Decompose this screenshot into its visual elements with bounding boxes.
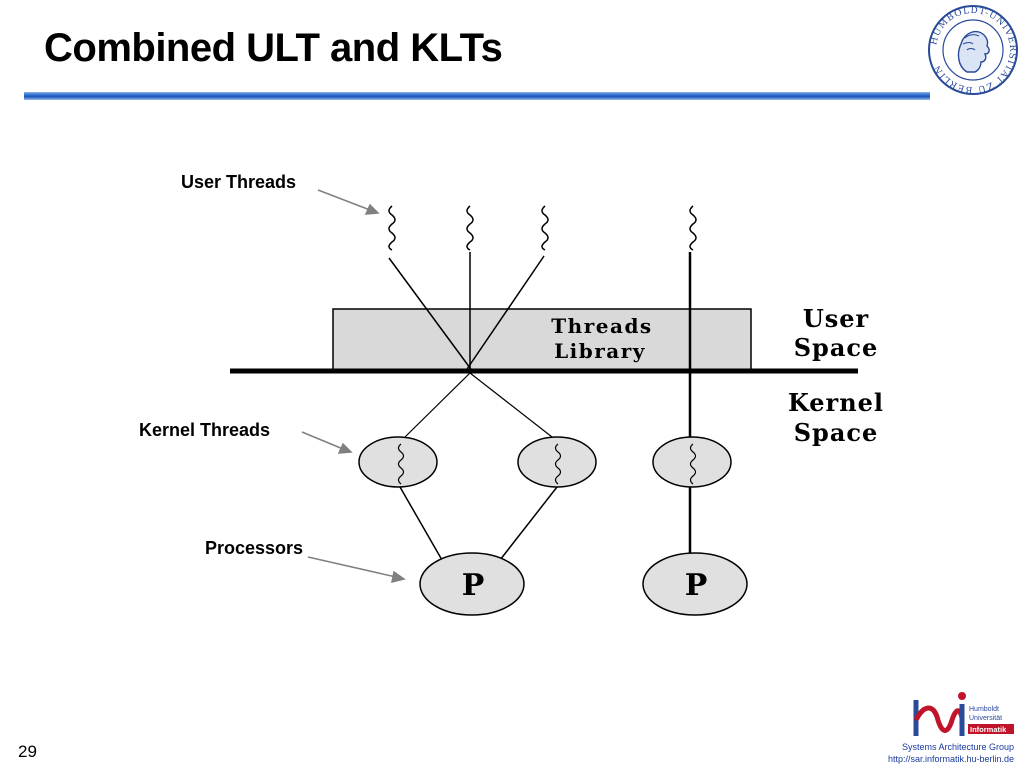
kernel-thread-nodes (358, 436, 732, 488)
user-thread-1 (388, 205, 396, 251)
library-to-kernel-lines (404, 372, 553, 438)
processor-1 (419, 552, 525, 616)
threads-library-label-line2: Library (554, 339, 646, 363)
threads-library-label-line1: Threads (551, 314, 652, 338)
processor-2 (642, 552, 748, 616)
arrow-head-user-threads (364, 203, 380, 215)
user-thread-3 (541, 205, 549, 251)
hu-logo-line1: Humboldt (969, 706, 999, 713)
user-threads-label: User Threads (181, 172, 296, 192)
kernel-space-label-line2: Space (794, 418, 879, 447)
slide-title: Combined ULT and KLTs (44, 26, 503, 70)
user-thread-group (388, 205, 697, 251)
title-underline (24, 92, 930, 100)
user-to-kernel-lines (388, 252, 545, 373)
hu-logo-line2: Universität (969, 715, 1002, 722)
threads-library-box (332, 308, 752, 372)
arrow-head-kernel-threads (337, 442, 353, 454)
page-number: 29 (18, 742, 37, 761)
kernel-thread-1 (358, 436, 438, 488)
kernel-space-label-line1: Kernel (788, 388, 884, 417)
kernel-thread-3 (652, 436, 732, 488)
callout-arrows (301, 189, 406, 584)
arrow-head-processors (391, 570, 406, 584)
footer-url: http://sar.informatik.hu-berlin.de (887, 754, 1014, 764)
user-thread-4 (689, 205, 697, 251)
processor-1-label: P (462, 568, 485, 603)
hu-logo-line3: Informatik (970, 725, 1007, 734)
processors-label: Processors (205, 538, 303, 558)
user-thread-2 (466, 205, 474, 251)
footer-group-name: Systems Architecture Group (901, 742, 1014, 752)
processor-2-label: P (685, 568, 708, 603)
user-space-label-line1: User (803, 304, 869, 333)
university-seal-logo: HUMBOLDT-UNIVERSITÄT ZU BERLIN (928, 5, 1018, 95)
user-space-label-line2: Space (794, 333, 879, 362)
kernel-to-processor-lines (399, 486, 558, 561)
hu-informatik-logo: Humboldt Universität Informatik (913, 692, 1014, 736)
kernel-threads-label: Kernel Threads (139, 420, 270, 440)
